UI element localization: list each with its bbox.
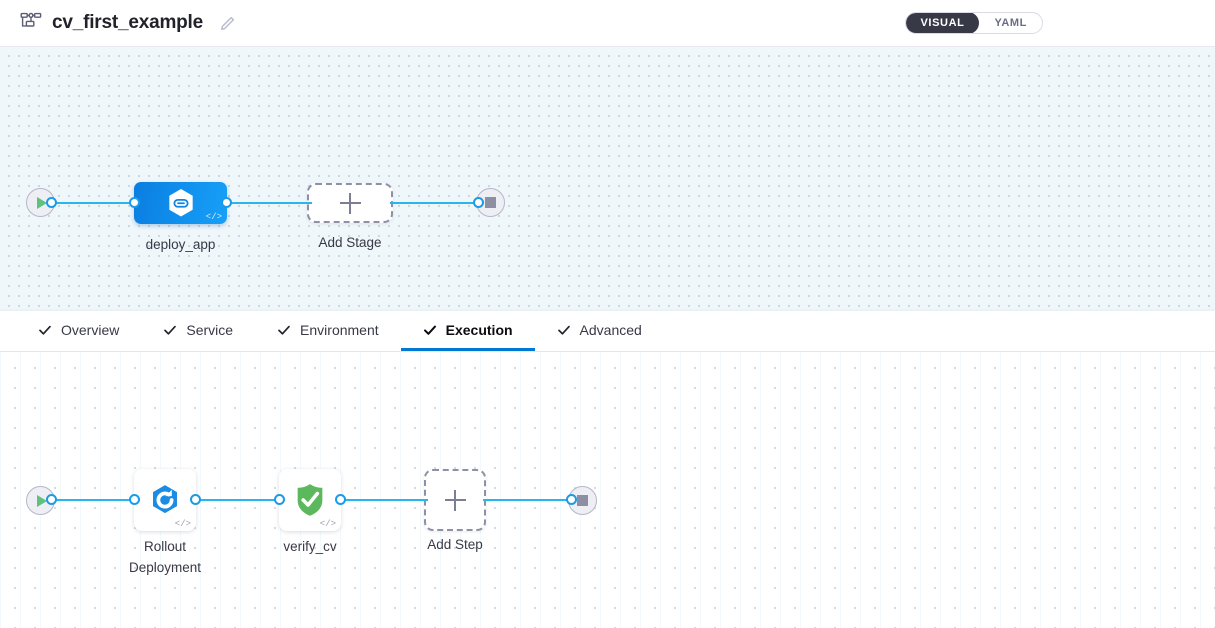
- step-code-glyph: </>: [319, 519, 336, 529]
- check-icon: [38, 323, 52, 337]
- pencil-edit-icon[interactable]: [219, 15, 236, 32]
- tab-label: Service: [186, 321, 234, 338]
- k8s-rollout-icon: [148, 483, 182, 517]
- header-left-group: cv_first_example: [0, 12, 236, 34]
- add-step-button[interactable]: [424, 469, 486, 531]
- play-icon: [37, 196, 47, 209]
- add-stage-label: Add Stage: [318, 235, 382, 250]
- stage-port-out[interactable]: [221, 197, 232, 208]
- step-connector-2: [194, 499, 284, 501]
- page-title: cv_first_example: [52, 12, 204, 33]
- step-port-verify-in[interactable]: [274, 494, 285, 505]
- stage-config-tabs[interactable]: Overview Service Environment Execution A…: [0, 311, 1215, 352]
- stage-port-end[interactable]: [473, 197, 484, 208]
- tab-environment[interactable]: Environment: [255, 311, 401, 351]
- stage-label: deploy_app: [145, 237, 216, 252]
- check-icon: [423, 323, 437, 337]
- pipeline-hierarchy-icon: [20, 12, 42, 34]
- step-port-rollout-out[interactable]: [190, 494, 201, 505]
- step-connector-4: [483, 499, 575, 501]
- tab-overview[interactable]: Overview: [16, 311, 141, 351]
- step-port-verify-out[interactable]: [335, 494, 346, 505]
- step-port-start[interactable]: [46, 494, 57, 505]
- stage-code-glyph: </>: [205, 212, 222, 222]
- step-card[interactable]: </>: [134, 469, 196, 531]
- step-connector-3: [338, 499, 428, 501]
- step-label: Rollout Deployment: [128, 539, 202, 575]
- tab-execution[interactable]: Execution: [400, 311, 535, 351]
- step-label: verify_cv: [283, 539, 337, 554]
- check-icon: [557, 323, 571, 337]
- app-header: cv_first_example VISUAL YAML: [0, 0, 1215, 47]
- stage-connector-2: [222, 202, 312, 204]
- stage-port-in[interactable]: [129, 197, 140, 208]
- add-stage-button[interactable]: [307, 183, 393, 223]
- view-mode-toggle[interactable]: VISUAL YAML: [904, 12, 1043, 34]
- step-connector-1: [50, 499, 140, 501]
- step-port-rollout-in[interactable]: [129, 494, 140, 505]
- check-icon: [163, 323, 177, 337]
- plus-icon: [339, 192, 361, 214]
- tab-label: Environment: [300, 321, 379, 338]
- stop-icon: [577, 495, 588, 506]
- header-right-group: VISUAL YAML: [904, 12, 1215, 34]
- stage-graph-canvas[interactable]: </> deploy_app Add Stage: [0, 47, 1215, 311]
- plus-icon: [444, 489, 466, 511]
- stage-port-start[interactable]: [46, 197, 57, 208]
- stage-card[interactable]: </>: [134, 182, 227, 224]
- stage-connector-3: [390, 202, 482, 204]
- step-card[interactable]: </>: [279, 469, 341, 531]
- tab-label: Execution: [445, 321, 513, 338]
- tab-service[interactable]: Service: [141, 311, 255, 351]
- mode-yaml-button[interactable]: YAML: [994, 17, 1027, 29]
- green-shield-check-icon: [293, 482, 327, 518]
- add-step-label: Add Step: [427, 537, 483, 552]
- step-port-end[interactable]: [566, 494, 577, 505]
- harness-hexagon-icon: [167, 188, 195, 218]
- stop-icon: [485, 197, 496, 208]
- check-icon: [277, 323, 291, 337]
- tab-label: Overview: [61, 321, 120, 338]
- stage-connector-1: [50, 202, 140, 204]
- step-code-glyph: </>: [174, 519, 191, 529]
- tab-label: Advanced: [579, 321, 642, 338]
- execution-graph-canvas[interactable]: </> Rollout Deployment </> verify_cv: [0, 352, 1215, 628]
- mode-visual-button[interactable]: VISUAL: [905, 13, 980, 33]
- play-icon: [37, 494, 47, 507]
- tab-advanced[interactable]: Advanced: [535, 311, 664, 351]
